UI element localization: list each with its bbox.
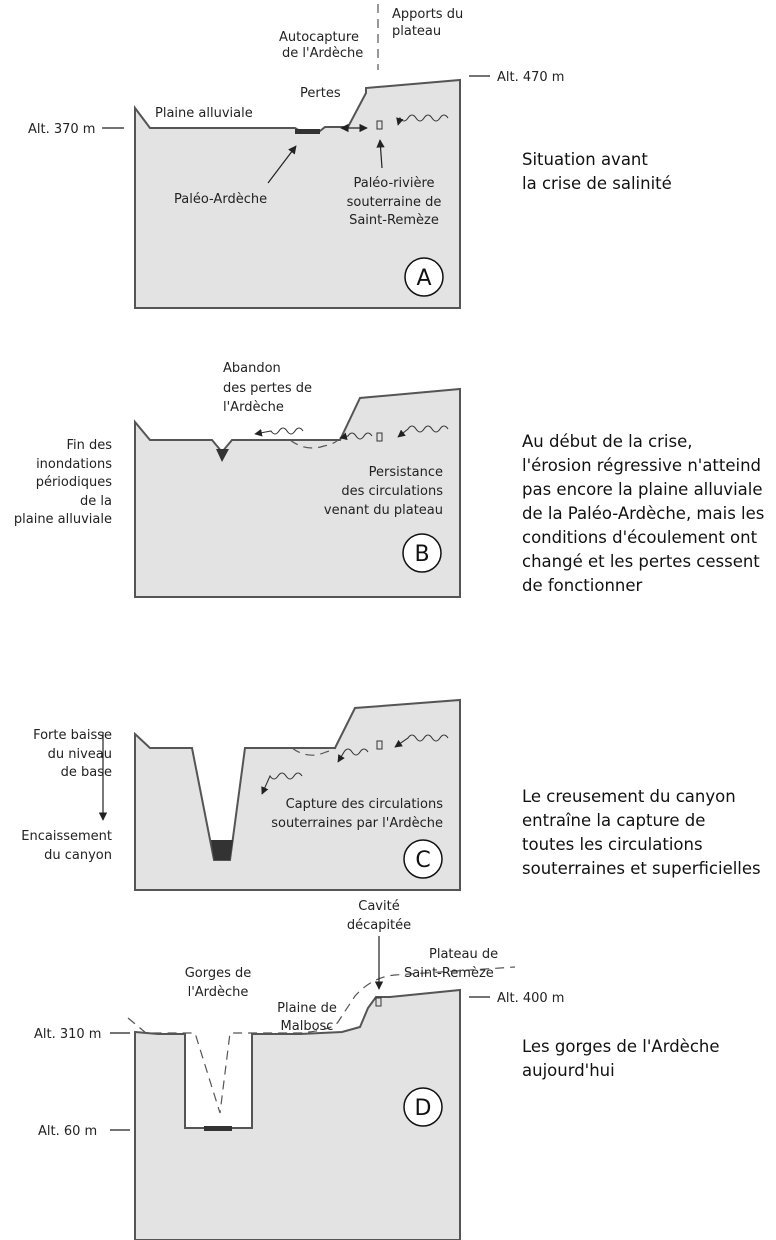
plaine-alluviale-label: Plaine alluviale	[155, 106, 253, 121]
panel-c-conduit	[376, 740, 383, 750]
abandoned-pertes-outline	[289, 439, 339, 449]
paleo-riviere-arrow	[376, 139, 385, 169]
alt-470-label: Alt. 470 m	[497, 70, 564, 85]
panel-b-wavy-arrow-left	[254, 427, 304, 437]
panel-c-caption-line-4: souterraines et superficielles	[522, 859, 761, 878]
paleo-riviere-line-2: souterraine de	[347, 195, 442, 210]
persistance-line-1: Persistance	[369, 465, 443, 480]
panel-d-badge-circle	[403, 1087, 443, 1127]
panel-b-caption-line-3: pas encore la plaine alluviale	[522, 480, 763, 499]
panel-c-caption-line-3: toutes les circulations	[522, 835, 703, 854]
panel-b-caption-line-6: changé et les pertes cessent	[522, 552, 760, 571]
panel-a-caption-line-1: Situation avant	[522, 150, 648, 169]
panel-c-badge: C	[415, 848, 430, 873]
panel-c-caption-line-2: entraîne la capture de	[522, 811, 705, 830]
persistance-line-3: venant du plateau	[324, 503, 443, 518]
autocapture-line-2: de l'Ardèche	[282, 46, 363, 61]
panel-a-badge: A	[416, 266, 431, 291]
malbosc-line-2: Malbosc	[281, 1019, 334, 1034]
plateau-line-2: Saint-Remèze	[404, 966, 494, 981]
panel-d: D Cavité décapitée Plateau de Saint-Remè…	[34, 899, 720, 1240]
abandon-line-3: l'Ardèche	[223, 400, 284, 415]
forte-line-3: de base	[61, 765, 112, 780]
panel-b-caption-line-5: conditions d'écoulement ont	[522, 528, 758, 547]
fin-line-2: inondations	[36, 457, 112, 472]
panel-b-badge: B	[414, 542, 429, 567]
forte-line-2: du niveau	[48, 747, 112, 762]
panel-c-pertes-outline	[291, 747, 337, 756]
fin-line-5: plaine alluviale	[14, 512, 112, 527]
gorges-line-1: Gorges de	[185, 966, 252, 981]
panel-b-conduit	[376, 432, 383, 442]
alt-60-label: Alt. 60 m	[38, 1124, 97, 1139]
decapitated-cavity	[375, 997, 382, 1007]
fin-line-4: de la	[80, 494, 112, 509]
plateau-inflow-wavy-arrow	[396, 114, 449, 126]
paleo-ardeche-riverbed	[295, 129, 320, 134]
encaissement-line-2: du canyon	[44, 848, 112, 863]
encaissement-line-1: Encaissement	[21, 829, 112, 844]
panel-b-caption-line-4: de la Paléo-Ardèche, mais les	[522, 504, 764, 523]
canyon-river	[211, 840, 233, 860]
pertes-label: Pertes	[300, 86, 341, 101]
paleo-ardeche-remnant	[216, 449, 229, 462]
panel-b-caption-line-2: l'érosion régressive n'atteind	[522, 456, 761, 475]
panel-b-wavy-arrow-right	[397, 425, 449, 438]
panel-c-wavy-arrow-middle	[337, 748, 369, 763]
paleo-riviere-conduit	[376, 120, 383, 130]
panel-a-badge-circle	[404, 257, 444, 297]
former-surface-dashed-profile	[127, 966, 516, 1114]
panel-d-block	[134, 988, 461, 1240]
panel-b: B Abandon des pertes de l'Ardèche Fin de…	[14, 361, 764, 598]
panel-c-caption-line-1: Le creusement du canyon	[522, 787, 736, 806]
capture-line-2: souterraines par l'Ardèche	[271, 816, 443, 831]
abandon-line-2: des pertes de	[223, 381, 312, 396]
paleo-ardeche-arrow	[267, 145, 297, 184]
paleo-riviere-line-3: Saint-Remèze	[349, 213, 439, 228]
panel-a-caption-line-2: la crise de salinité	[522, 174, 672, 193]
cavite-line-2: décapitée	[347, 918, 411, 933]
panel-c-badge-circle	[403, 839, 443, 879]
persistance-line-2: des circulations	[341, 484, 443, 499]
panel-c-block	[134, 698, 461, 891]
alt-370-label: Alt. 370 m	[28, 122, 95, 137]
panel-a: A Alt. 370 m Alt. 470 m Plaine alluviale…	[28, 4, 672, 309]
panel-b-caption-line-1: Au début de la crise,	[522, 432, 693, 451]
fin-line-3: périodiques	[36, 475, 113, 490]
alt-310-label: Alt. 310 m	[34, 1027, 101, 1042]
apports-line-1: Apports du	[392, 7, 463, 22]
panel-d-badge: D	[415, 1096, 432, 1121]
panel-c-wavy-arrow-right	[394, 734, 449, 748]
autocapture-line-1: Autocapture	[279, 30, 359, 45]
capture-line-1: Capture des circulations	[286, 797, 444, 812]
malbosc-line-1: Plaine de	[277, 1001, 337, 1016]
panel-c: C Forte baisse du niveau de base Encaiss…	[21, 698, 761, 891]
panel-c-wavy-arrow-left	[261, 772, 303, 795]
panel-b-badge-circle	[402, 533, 442, 573]
panel-d-caption-line-1: Les gorges de l'Ardèche	[522, 1037, 720, 1056]
cavite-line-1: Cavité	[358, 899, 399, 914]
abandon-line-1: Abandon	[223, 361, 281, 376]
panel-d-caption-line-2: aujourd'hui	[522, 1061, 615, 1080]
fin-line-1: Fin des	[66, 438, 112, 453]
panel-b-wavy-arrow-middle	[339, 432, 373, 441]
present-ardeche-riverbed	[204, 1126, 232, 1131]
forte-line-1: Forte baisse	[33, 728, 112, 743]
panel-b-caption-line-7: de fonctionner	[522, 576, 643, 595]
gorges-line-2: l'Ardèche	[188, 985, 249, 1000]
paleo-ardeche-label: Paléo-Ardèche	[174, 192, 267, 207]
alt-400-label: Alt. 400 m	[497, 991, 564, 1006]
paleo-riviere-line-1: Paléo-rivière	[353, 176, 434, 191]
plateau-line-1: Plateau de	[429, 947, 498, 962]
apports-line-2: plateau	[392, 24, 441, 39]
